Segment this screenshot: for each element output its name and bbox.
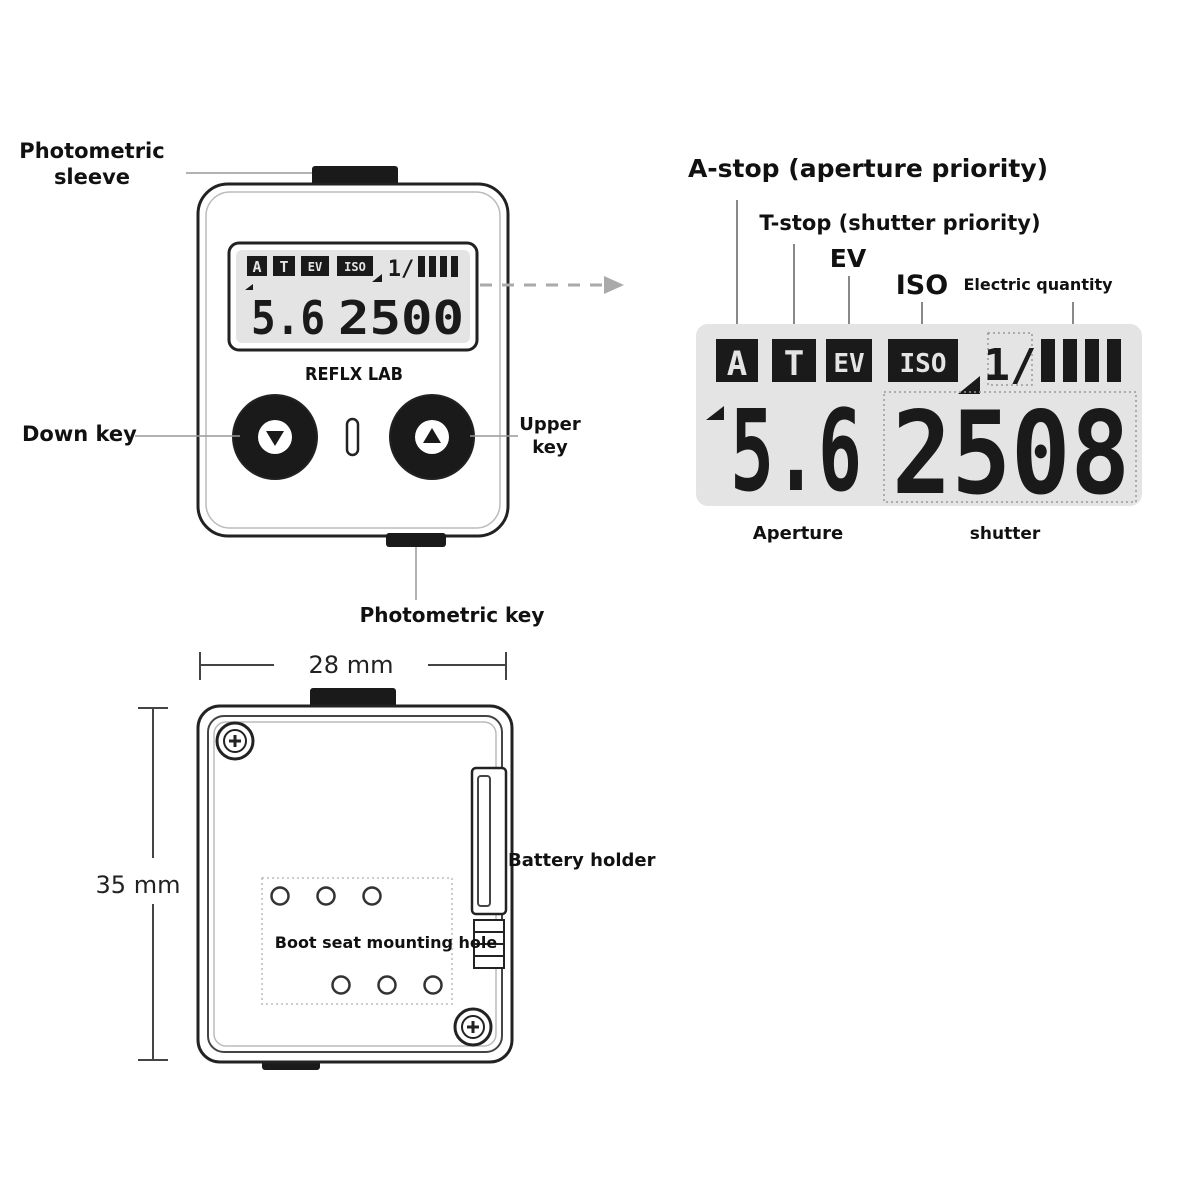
height-dimension-label: 35 mm xyxy=(96,871,181,899)
large-aperture-value: 5.6 xyxy=(730,387,862,517)
large-icon-t xyxy=(772,339,816,382)
front-view: A T EV ISO 1/ 5.6 2500 REFLX LAB xyxy=(135,166,624,600)
zoom-arrow-icon xyxy=(604,276,624,294)
up-arrow-icon xyxy=(423,428,441,443)
small-icon-iso xyxy=(337,256,373,276)
mounting-hole xyxy=(316,886,336,906)
label-electric-quantity: Electric quantity xyxy=(963,275,1113,294)
label-aperture: Aperture xyxy=(753,523,843,544)
mounting-hole xyxy=(362,886,382,906)
screw-bottom-right-icon xyxy=(453,1007,493,1047)
mounting-hole xyxy=(270,886,290,906)
large-battery-bars xyxy=(1041,339,1121,382)
small-shutter-pointer xyxy=(372,274,382,282)
shutter-dotted-box xyxy=(883,391,1137,503)
small-icon-iso-text: ISO xyxy=(344,260,366,274)
small-icon-a-text: A xyxy=(252,258,261,276)
label-upper-key-1: Upper xyxy=(519,414,581,435)
battery-holder xyxy=(470,766,508,969)
small-icon-ev xyxy=(301,256,329,276)
label-upper-key-2: key xyxy=(532,437,568,458)
mounting-hole xyxy=(377,975,397,995)
large-shutter-value: 2508 xyxy=(892,387,1130,520)
large-icon-iso-text: ISO xyxy=(900,349,947,379)
label-t-stop: T-stop (shutter priority) xyxy=(759,211,1040,235)
upper-key[interactable] xyxy=(389,394,475,480)
small-aperture-pointer xyxy=(245,284,253,290)
large-icon-a xyxy=(716,339,758,382)
label-photometric-sleeve-1: Photometric xyxy=(19,139,164,163)
large-icon-ev-text: EV xyxy=(833,349,864,379)
down-key[interactable] xyxy=(232,394,318,480)
large-icon-ev xyxy=(826,339,872,382)
device-body-inner-edge xyxy=(205,191,501,529)
down-arrow-icon xyxy=(266,431,284,446)
screw-top-left-icon xyxy=(215,721,255,761)
small-lcd: A T EV ISO 1/ 5.6 2500 xyxy=(227,241,479,352)
label-photometric-key: Photometric key xyxy=(360,603,545,627)
status-led xyxy=(345,417,360,457)
label-battery-holder: Battery holder xyxy=(508,850,656,871)
label-iso: ISO xyxy=(896,270,948,301)
large-icon-iso xyxy=(888,339,958,382)
large-icon-t-text: T xyxy=(784,344,804,384)
label-boot-seat: Boot seat mounting hole xyxy=(275,933,498,952)
small-icon-t xyxy=(273,256,295,276)
small-icon-t-text: T xyxy=(279,258,288,276)
small-icon-a xyxy=(247,256,267,276)
back-view: 28 mm 35 mm xyxy=(96,651,656,1070)
mounting-hole xyxy=(331,975,351,995)
device-body-front xyxy=(196,182,510,538)
label-a-stop: A-stop (aperture priority) xyxy=(688,154,1048,183)
mounting-hole xyxy=(423,975,443,995)
small-battery-bars xyxy=(418,256,458,277)
label-shutter: shutter xyxy=(970,524,1041,544)
width-dimension-label: 28 mm xyxy=(309,651,394,679)
label-ev: EV xyxy=(830,244,867,273)
brand-logo-text: REFLX LAB xyxy=(305,364,403,385)
photometric-key[interactable] xyxy=(386,533,446,547)
lcd-detail: A-stop (aperture priority) T-stop (shutt… xyxy=(688,154,1142,544)
device-body-back xyxy=(196,704,514,1064)
boot-seat-area xyxy=(261,877,453,1005)
fraction-dotted-box xyxy=(987,332,1033,386)
small-shutter-value: 2500 xyxy=(338,291,464,345)
large-fraction: 1/ xyxy=(984,340,1037,391)
small-fraction: 1/ xyxy=(388,257,415,282)
shutter-pointer xyxy=(958,376,980,394)
small-aperture-value: 5.6 xyxy=(251,291,325,345)
aperture-pointer xyxy=(706,406,724,420)
small-icon-ev-text: EV xyxy=(308,260,322,274)
mounting-holes xyxy=(270,886,443,995)
label-photometric-sleeve-2: sleeve xyxy=(54,165,130,189)
large-icon-a-text: A xyxy=(727,344,747,384)
label-down-key: Down key xyxy=(22,422,137,446)
